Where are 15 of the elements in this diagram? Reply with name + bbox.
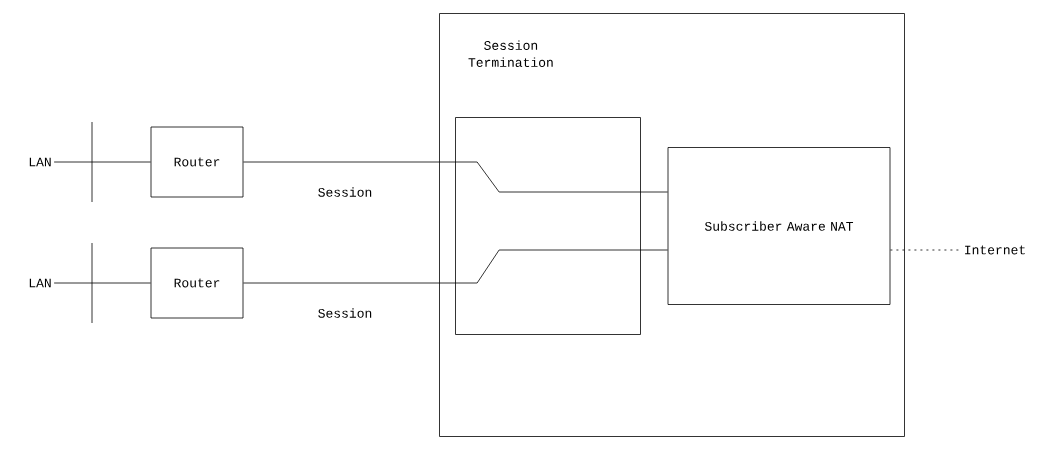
connector [243,161,456,163]
connector [243,282,456,284]
network-label: LAN [29,157,51,167]
nat-box: Subscriber Aware NAT [667,147,891,305]
router-box: Router [150,247,244,319]
connector [53,161,151,163]
connector [454,161,668,193]
connector [53,282,151,284]
network-label: LAN [29,278,51,288]
termination-box [455,117,641,335]
network-label: Internet [965,245,1025,255]
router-box: Router [150,126,244,198]
edge-label: Session [316,186,374,198]
connector [454,249,668,284]
edge-label: Session [316,307,374,319]
